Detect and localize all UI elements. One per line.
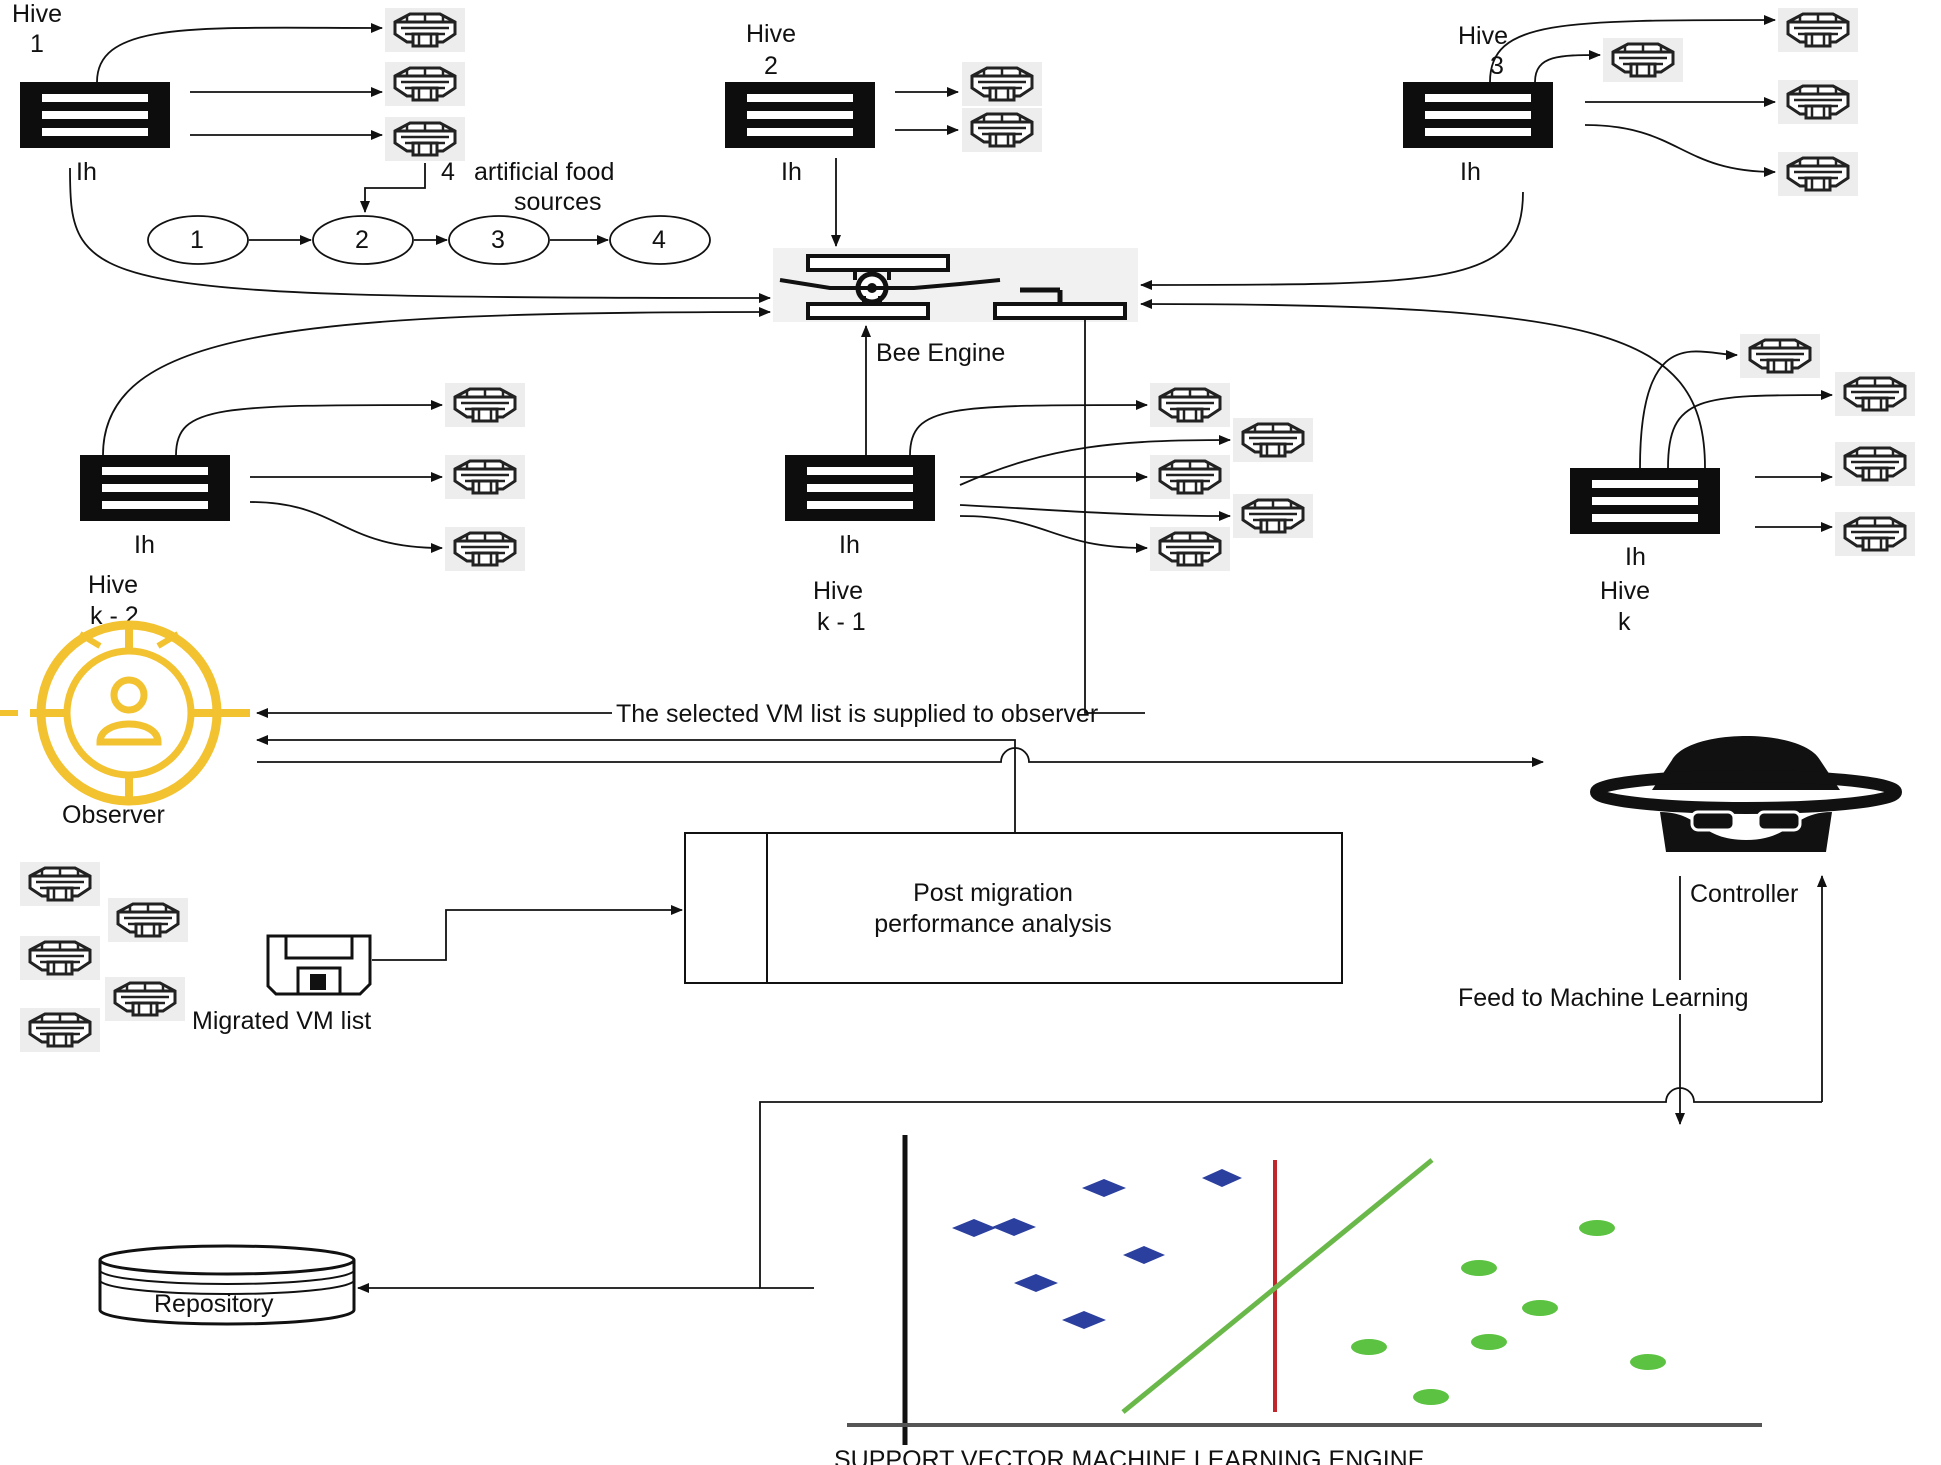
- hive-k-title: Hive: [1600, 577, 1650, 605]
- svm-margin-line: [1121, 1158, 1434, 1414]
- migrated-vm-label: Migrated VM list: [192, 1007, 371, 1035]
- hive-2-lh: Ih: [781, 158, 802, 186]
- spy-icon: [1590, 736, 1902, 852]
- post-migration-line2: performance analysis: [874, 910, 1112, 938]
- observer-label: Observer: [62, 801, 165, 829]
- hive-2-number: 2: [764, 52, 778, 80]
- repository-label: Repository: [154, 1290, 274, 1318]
- hive-2-title: Hive: [746, 20, 796, 48]
- food-node-3: 3: [491, 226, 505, 254]
- hive-k-lh: Ih: [1625, 543, 1646, 571]
- hive-3-box: [1403, 82, 1553, 148]
- hive-bee-engine-connections: [69, 158, 1706, 469]
- food-sources-chain: 4 artificial food sources 1 2 3 4: [147, 158, 711, 265]
- database-icon: [98, 1244, 356, 1326]
- svm-class-b-points: [1351, 1220, 1666, 1405]
- hive-1-title: Hive: [12, 0, 62, 28]
- feed-ml-message: Feed to Machine Learning: [1458, 984, 1748, 1012]
- bee-engine-label: Bee Engine: [876, 339, 1005, 367]
- hive-vm-connections: [96, 15, 1833, 553]
- food-source-marker: 4: [441, 158, 455, 186]
- floppy-disk-icon: [266, 934, 372, 996]
- food-source-label-2: sources: [514, 188, 602, 216]
- post-migration-line1: Post migration: [913, 879, 1073, 907]
- svm-class-a-points: [952, 1169, 1242, 1329]
- hive-1-box: [20, 82, 170, 148]
- bee-engine-icon: [773, 248, 1138, 322]
- controller-label: Controller: [1690, 880, 1798, 908]
- svm-plot: [847, 1135, 1762, 1445]
- hive-2-box: [725, 82, 875, 148]
- controller-ml-connections: [357, 875, 1827, 1293]
- hive-k-1-box: [785, 455, 935, 521]
- hive-1-number: 1: [30, 30, 44, 58]
- hive-k-2-box: [80, 455, 230, 521]
- food-source-label-1: artificial food: [474, 158, 614, 186]
- hive-3-title: Hive: [1458, 22, 1508, 50]
- migrated-vm-arrow: [372, 905, 683, 961]
- feed-ml-label-bg: [1455, 980, 1775, 1014]
- selected-vm-message: The selected VM list is supplied to obse…: [616, 700, 1098, 728]
- hive-3-lh: Ih: [1460, 158, 1481, 186]
- hive-k-1-number: k - 1: [817, 608, 866, 636]
- svm-title: SUPPORT VECTOR MACHINE LEARNING ENGINE: [834, 1446, 1424, 1465]
- observer-target-icon: [0, 620, 250, 806]
- hive-k-box: [1570, 468, 1720, 534]
- food-node-4: 4: [652, 226, 666, 254]
- food-node-1: 1: [190, 226, 204, 254]
- hive-k-1-title: Hive: [813, 577, 863, 605]
- hive-k-number: k: [1618, 608, 1631, 636]
- hive-k-2-lh: Ih: [134, 531, 155, 559]
- hive-k-1-lh: Ih: [839, 531, 860, 559]
- hive-1-lh: Ih: [76, 158, 97, 186]
- observer-connections: [256, 735, 1544, 833]
- hive-k-2-title: Hive: [88, 571, 138, 599]
- bee-engine-output-line: [1084, 320, 1145, 714]
- hive-3-number: 3: [1490, 52, 1504, 80]
- post-migration-box: [684, 832, 1343, 984]
- food-node-2: 2: [355, 226, 369, 254]
